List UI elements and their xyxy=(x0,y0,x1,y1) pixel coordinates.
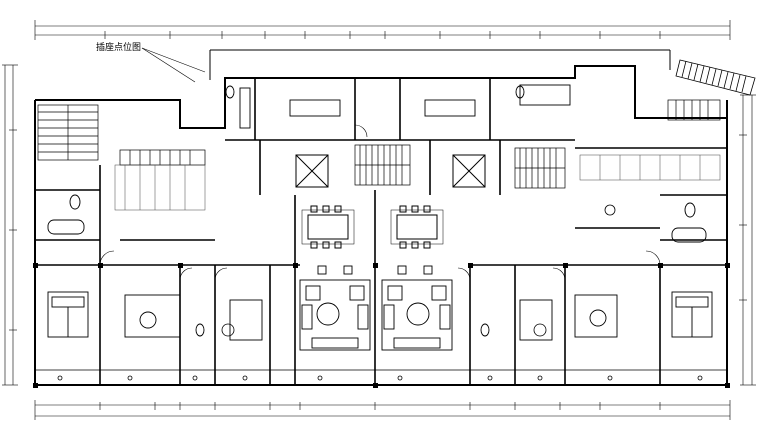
elevator-icon xyxy=(295,154,329,188)
bed-icon xyxy=(229,299,553,341)
toilet-icon xyxy=(69,85,696,337)
column-marks xyxy=(33,263,730,388)
round-table-icon xyxy=(221,204,616,337)
stair-icon xyxy=(37,104,99,161)
stair-icon xyxy=(354,144,411,186)
kitchen-island-icon xyxy=(239,84,571,129)
interior-walls xyxy=(35,78,727,385)
closet-hatching xyxy=(114,154,721,211)
exterior-stair-icon xyxy=(675,59,756,96)
building-outline xyxy=(34,49,728,386)
stair-icon xyxy=(514,147,566,189)
dining-table-icon xyxy=(301,205,355,249)
right-dimension-line xyxy=(739,94,756,386)
bathtub-icon xyxy=(47,219,707,243)
top-dimension-line xyxy=(34,20,731,40)
bed-icon xyxy=(124,294,181,338)
callout-label: 插座点位图 xyxy=(96,43,142,53)
stair-icon xyxy=(119,149,206,166)
bottom-dimension-line xyxy=(34,400,731,420)
sofa-set-icon xyxy=(381,265,453,351)
stair-icon xyxy=(667,99,721,121)
sofa-set-icon xyxy=(299,265,371,351)
dining-table-icon xyxy=(390,205,444,249)
bed-icon xyxy=(47,291,89,338)
elevator-icon xyxy=(452,154,486,188)
callout-leader xyxy=(141,47,206,83)
balcony xyxy=(35,369,727,381)
left-dimension-line xyxy=(2,64,18,386)
bed-icon xyxy=(574,294,618,338)
bed-icon xyxy=(671,291,713,338)
